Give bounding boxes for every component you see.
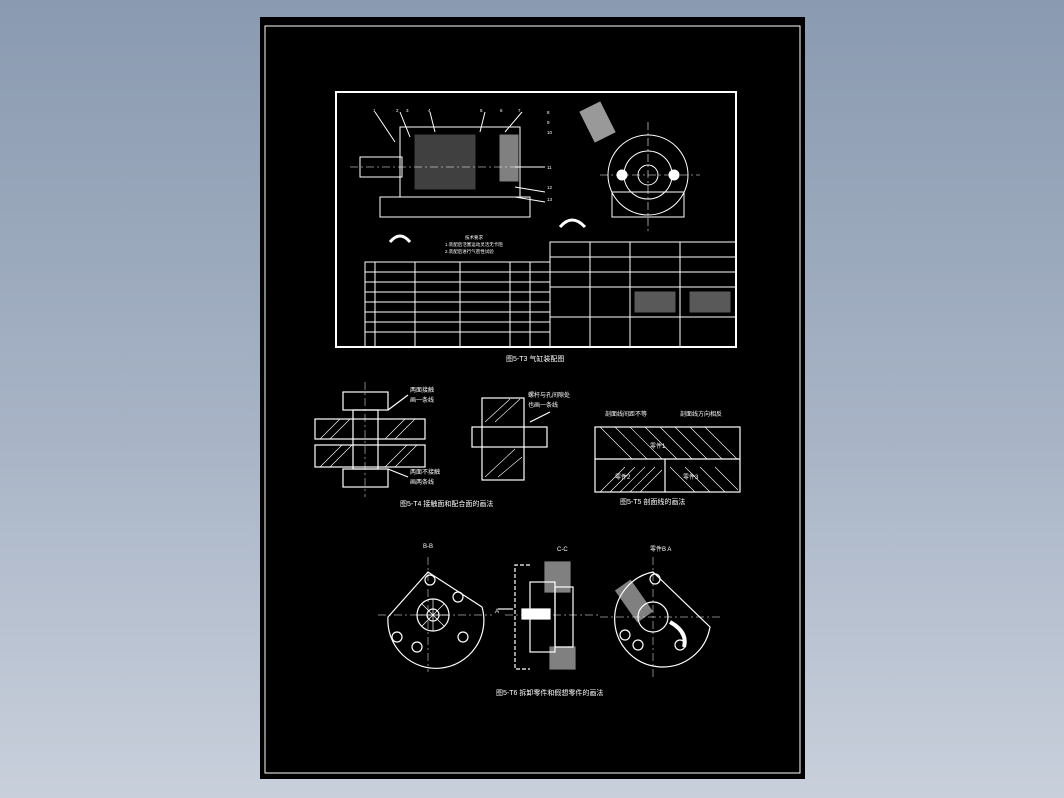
t5-part1: 零件1 (650, 442, 666, 450)
t3-note-1: 技术要求 (465, 234, 483, 241)
base (379, 196, 531, 218)
leader-12: 12 (547, 185, 553, 190)
figure-t5-hatching (594, 426, 741, 493)
t4-label-one-line: 画一条线 (410, 396, 434, 404)
leader-3: 3 (406, 108, 409, 113)
t3-caption: 图5-T3 气缸装配图 (506, 354, 564, 363)
t5-part3: 零件3 (683, 473, 699, 481)
t4-label-contact: 两面接触 (410, 386, 434, 394)
figure-t4-contact-surfaces (314, 382, 551, 497)
leader-6: 6 (500, 108, 503, 113)
leader-7: 7 (518, 108, 521, 113)
bom-table (364, 241, 737, 348)
t5-caption: 图5-T5 剖面线的画法 (620, 497, 685, 506)
drawing-sheet: 技术要求 1.装配后活塞运动灵活无卡阻 2.装配后进行气密性试验 1 2 3 4… (260, 17, 805, 779)
t4-label-screw: 螺杆与孔间隙处 (528, 391, 570, 399)
drawing-canvas: 技术要求 1.装配后活塞运动灵活无卡阻 2.装配后进行气密性试验 1 2 3 4… (264, 25, 801, 774)
leader-4: 4 (428, 108, 431, 113)
t5-label-spacing: 剖面线间距不等 (605, 410, 647, 418)
leader-2: 2 (396, 108, 399, 113)
t6-view-right: 零件B A (650, 545, 671, 553)
t6-view-mid: C-C (557, 547, 568, 553)
t6-view-left: B-B (423, 544, 433, 550)
figure-t3-assembly (335, 91, 737, 348)
t5-label-direction: 剖面线方向相反 (680, 410, 722, 418)
assembly-frame (335, 91, 737, 348)
t4-label-no-contact: 两面不接触 (410, 468, 440, 476)
leader-numbers: 1 2 3 4 5 6 7 8 9 10 11 12 13 (373, 108, 553, 202)
t5-part2: 零件2 (615, 473, 631, 481)
t4-label-screw2: 也画一条线 (528, 401, 558, 409)
leader-11: 11 (547, 165, 552, 170)
leader-10: 10 (547, 130, 553, 135)
t6-arrow-label: A (495, 609, 499, 615)
figure-t6-removed-parts (378, 557, 720, 677)
leader-9: 9 (547, 120, 550, 125)
leader-13: 13 (547, 197, 553, 202)
leader-8: 8 (547, 110, 550, 115)
t4-label-two-lines: 画两条线 (410, 478, 434, 486)
t4-caption: 图5-T4 接触面和配合面的画法 (400, 499, 493, 508)
sheet-border (264, 25, 801, 774)
t3-note-2: 1.装配后活塞运动灵活无卡阻 (445, 241, 503, 248)
t6-caption: 图5-T6 拆卸零件和假想零件的画法 (496, 688, 603, 697)
leader-1: 1 (373, 108, 376, 113)
leader-5: 5 (480, 108, 483, 113)
t3-note-3: 2.装配后进行气密性试验 (445, 248, 494, 255)
